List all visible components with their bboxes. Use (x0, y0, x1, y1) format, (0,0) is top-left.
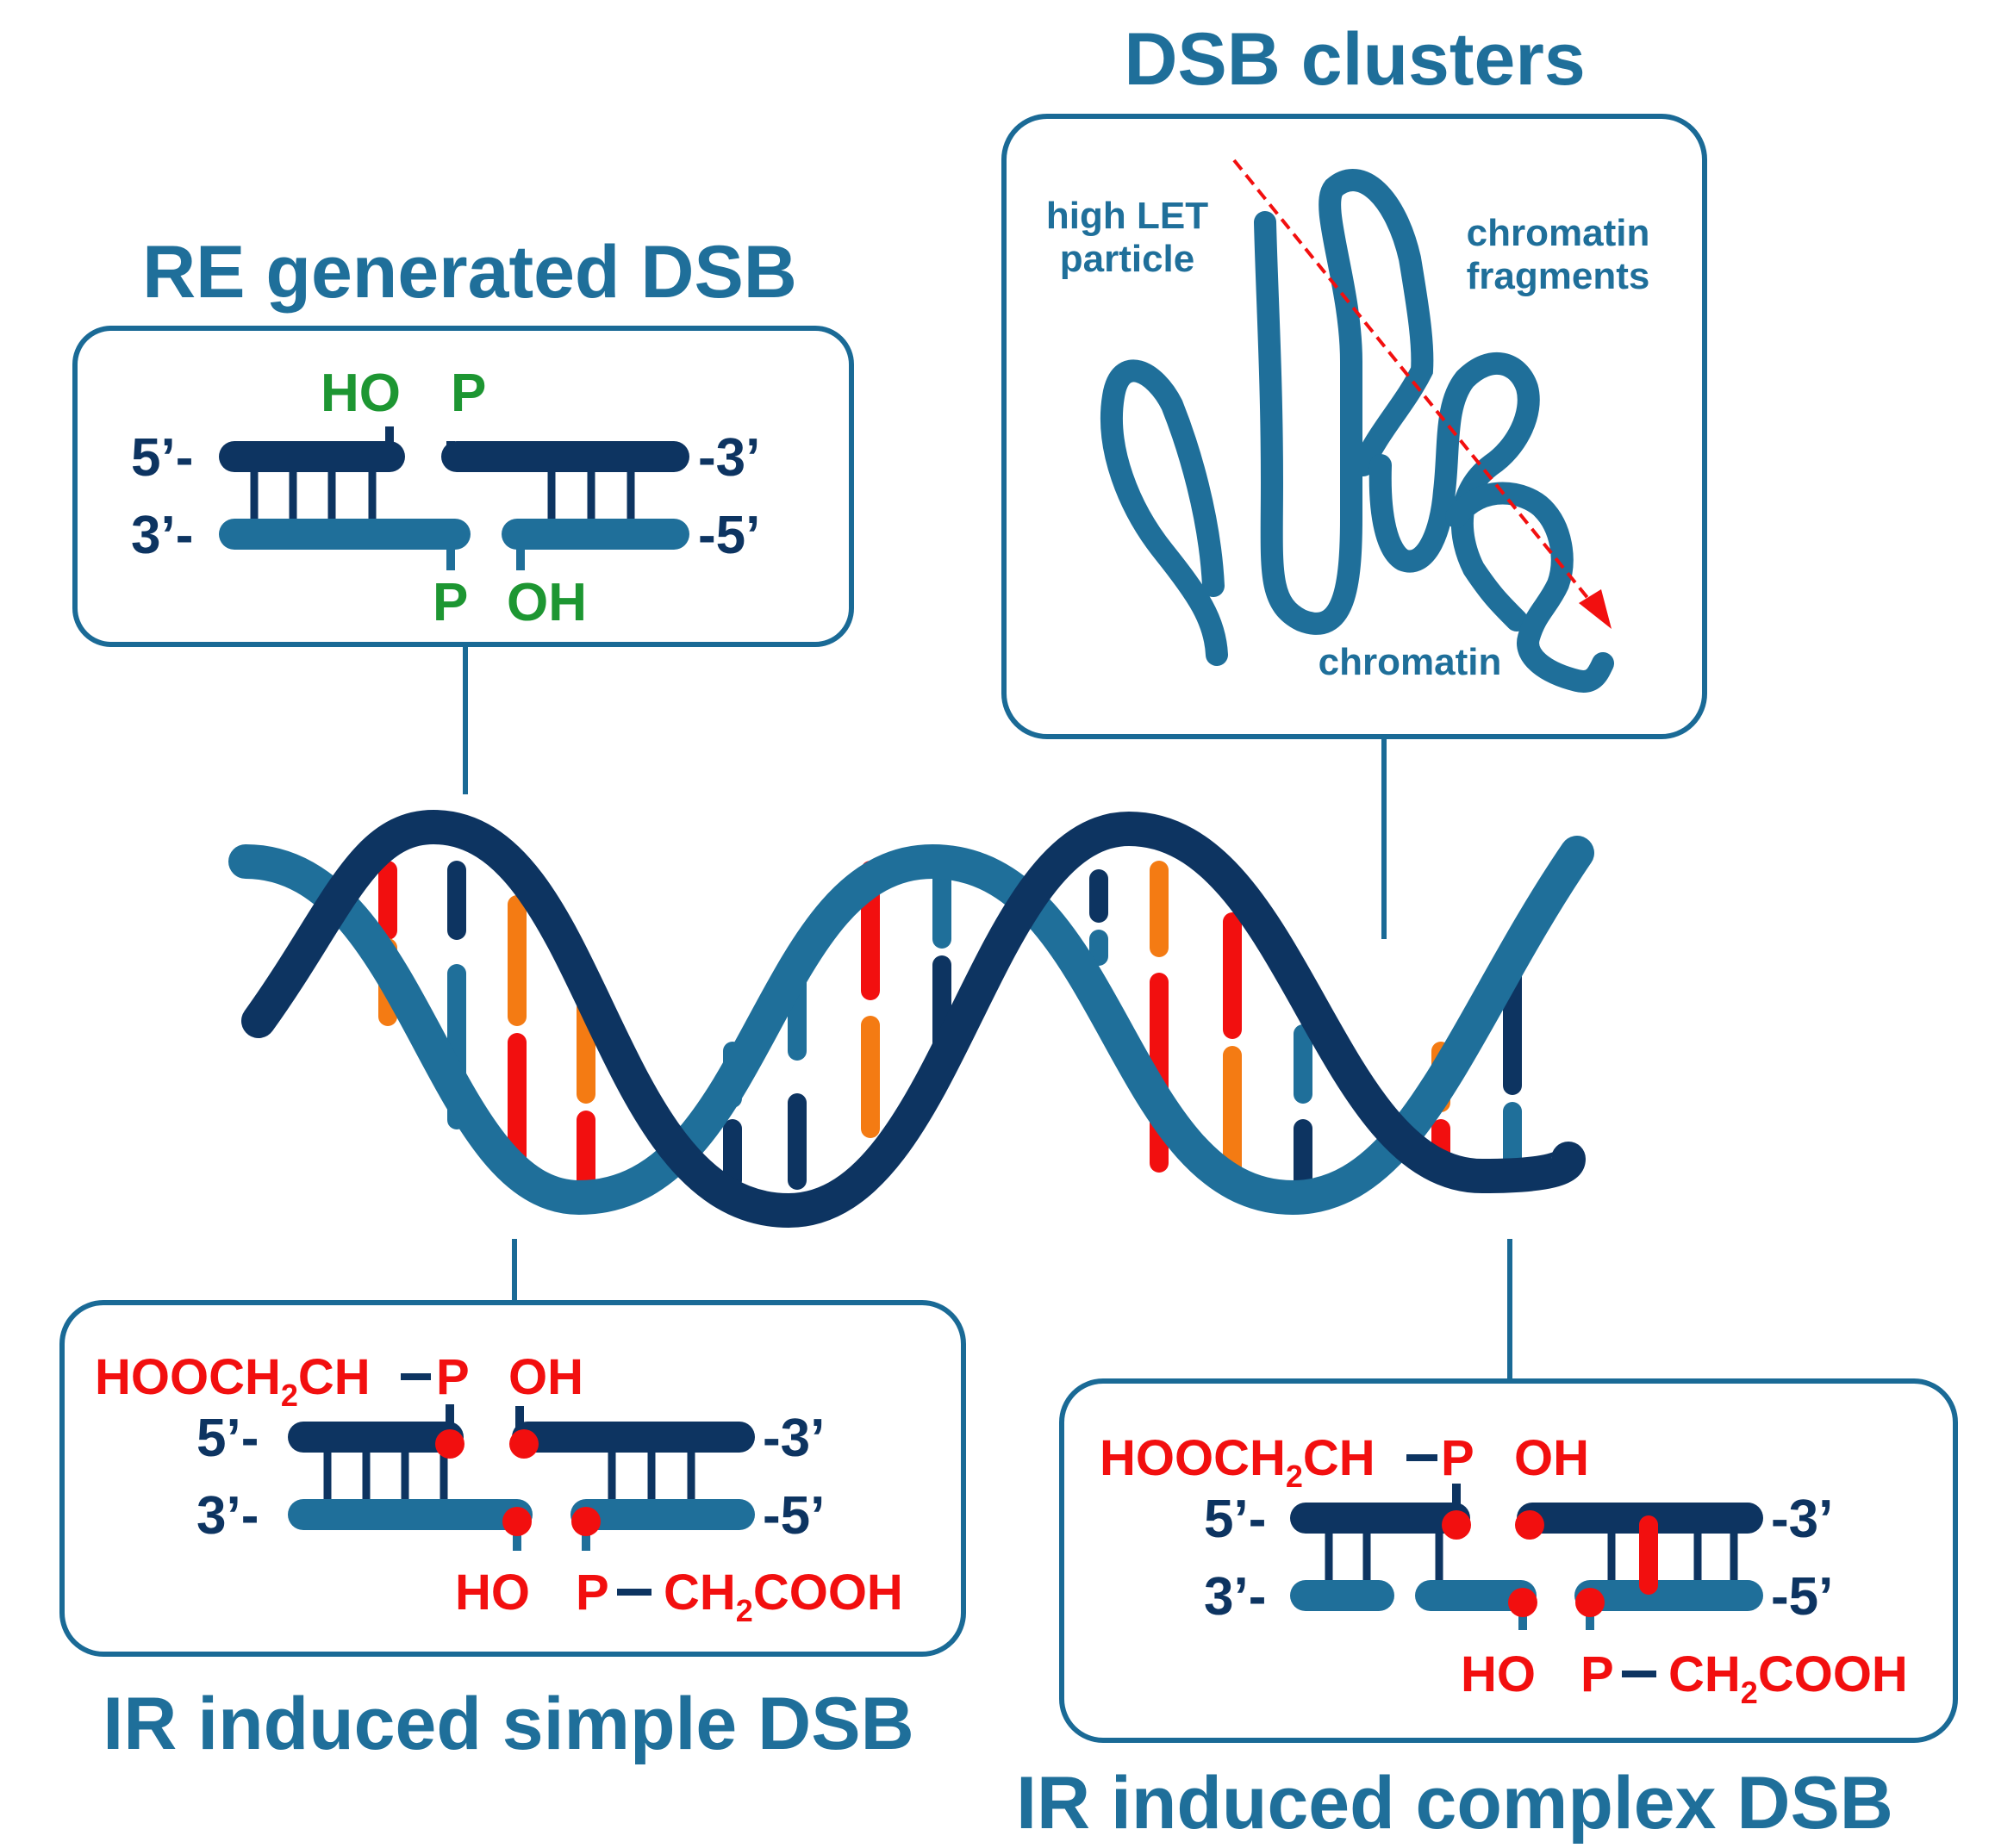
simple-ho-end: HO (455, 1565, 530, 1621)
re-label-3prime-left: 3’- (131, 506, 193, 565)
complex-bottom-p: P (1580, 1646, 1614, 1702)
complex-top-adduct: HOOCH2CH (1100, 1430, 1375, 1494)
re-dsb-panel: 5’- 3’- -3’ -5’ HO P P OH (72, 326, 854, 647)
dsb-clusters-box (1001, 114, 1707, 739)
complex-oh-end: OH (1514, 1430, 1589, 1486)
re-ho-end: HO (321, 364, 401, 423)
simple-bottom-p: P (576, 1565, 609, 1621)
simple-label-3prime-left: 3’- (196, 1486, 259, 1546)
title-complex-dsb: IR induced complex DSB (1016, 1762, 1893, 1845)
re-label-3prime-right: -3’ (698, 428, 760, 488)
re-oh-end: OH (507, 573, 587, 632)
particle-arrowhead (1579, 589, 1612, 629)
simple-dsb-panel: 5’- 3’- -3’ -5’ HOOCH2CH P OH HO P CH2CO… (59, 1300, 966, 1657)
complex-label-3prime-left: 3’- (1204, 1567, 1266, 1627)
dna-double-helix (228, 809, 1594, 1229)
complex-bottom-adduct: CH2COOH (1668, 1646, 1908, 1710)
re-dsb-box (72, 326, 854, 647)
fragments-label-line1: chromatin (1467, 212, 1650, 254)
connector-lines (463, 644, 1512, 1380)
simple-bottom-adduct: CH2COOH (664, 1565, 903, 1628)
simple-label-5prime-left: 5’- (196, 1409, 259, 1468)
helix-strand-light (228, 836, 1594, 1216)
complex-dsb-panel: 5’- 3’- -3’ -5’ HOOCH2CH P OH HO P CH2CO… (1059, 1378, 1958, 1743)
simple-label-3prime-right: -3’ (763, 1409, 825, 1468)
complex-dsb-box (1059, 1378, 1958, 1743)
complex-ho-end: HO (1461, 1646, 1536, 1702)
re-label-5prime-right: -5’ (698, 506, 760, 565)
high-let-label-line1: high LET (1046, 195, 1208, 237)
simple-oh-end: OH (508, 1349, 583, 1405)
title-simple-dsb: IR induced simple DSB (103, 1683, 913, 1765)
simple-dsb-box (59, 1300, 966, 1657)
title-dsb-clusters: DSB clusters (1124, 18, 1585, 101)
high-let-label-line2: particle (1060, 238, 1195, 280)
simple-strands (288, 1422, 755, 1530)
chromatin-fiber (1100, 169, 1614, 693)
complex-top-p: P (1441, 1430, 1474, 1486)
complex-damage-sites (1442, 1510, 1605, 1617)
title-re-dsb: RE generated DSB (142, 231, 797, 314)
re-end-stubs (385, 426, 525, 570)
re-p-end-top: P (451, 364, 486, 423)
re-strands (219, 441, 689, 550)
base-pair-rungs (378, 861, 1522, 1198)
re-p-end-bottom: P (433, 573, 468, 632)
re-label-5prime-left: 5’- (131, 428, 193, 488)
simple-damage-sites (435, 1429, 601, 1536)
simple-top-p: P (436, 1349, 470, 1405)
dsb-clusters-panel: high LET particle chromatin fragments ch… (1001, 114, 1707, 739)
simple-label-5prime-right: -5’ (763, 1486, 825, 1546)
fragments-label-line2: fragments (1467, 255, 1650, 297)
complex-strands (1290, 1503, 1763, 1611)
simple-top-adduct: HOOCH2CH (95, 1349, 371, 1413)
complex-label-5prime-right: -5’ (1771, 1567, 1833, 1627)
helix-strand-dark (241, 809, 1586, 1229)
complex-label-5prime-left: 5’- (1204, 1490, 1266, 1549)
particle-track-arrow (1232, 159, 1598, 610)
complex-label-3prime-right: -3’ (1771, 1490, 1833, 1549)
chromatin-label: chromatin (1319, 641, 1502, 683)
